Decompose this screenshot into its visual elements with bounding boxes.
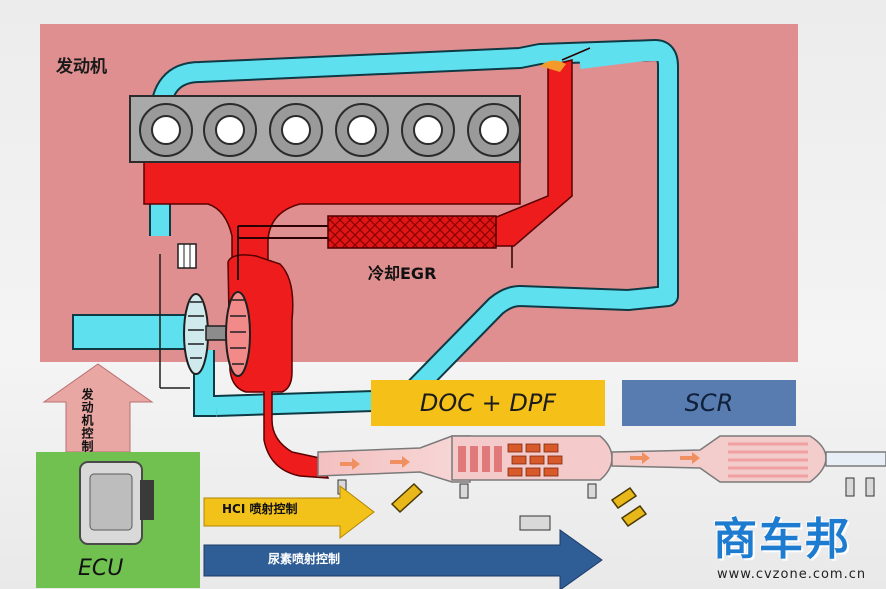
doc-dpf-label: DOC + DPF bbox=[419, 389, 557, 417]
ecu-panel bbox=[36, 452, 200, 588]
hci-injection-arrow bbox=[203, 484, 375, 540]
watermark-url: www.cvzone.com.cn bbox=[717, 567, 867, 582]
ecu-label: ECU bbox=[78, 556, 124, 581]
engine-control-arrow bbox=[42, 363, 154, 453]
watermark-logo: 商车邦 bbox=[713, 514, 851, 565]
doc-dpf-box: DOC + DPF bbox=[371, 380, 605, 426]
urea-injection-arrow bbox=[203, 529, 603, 589]
engine-block bbox=[129, 95, 521, 163]
intake-air-pipe bbox=[72, 39, 679, 417]
engine-control-label: 发动机控制 bbox=[80, 388, 94, 453]
exhaust-aftertreatment-line bbox=[317, 435, 886, 531]
urea-injection-label: 尿素喷射控制 bbox=[268, 552, 341, 566]
engine-label: 发动机 bbox=[56, 57, 107, 77]
hci-injection-label: HCI 喷射控制 bbox=[222, 502, 298, 516]
turbocharger bbox=[159, 243, 251, 389]
scr-label: SCR bbox=[684, 389, 734, 417]
scr-box: SCR bbox=[622, 380, 796, 426]
cooled-egr-label: 冷却EGR bbox=[368, 264, 437, 283]
egr-cooler bbox=[237, 47, 591, 280]
